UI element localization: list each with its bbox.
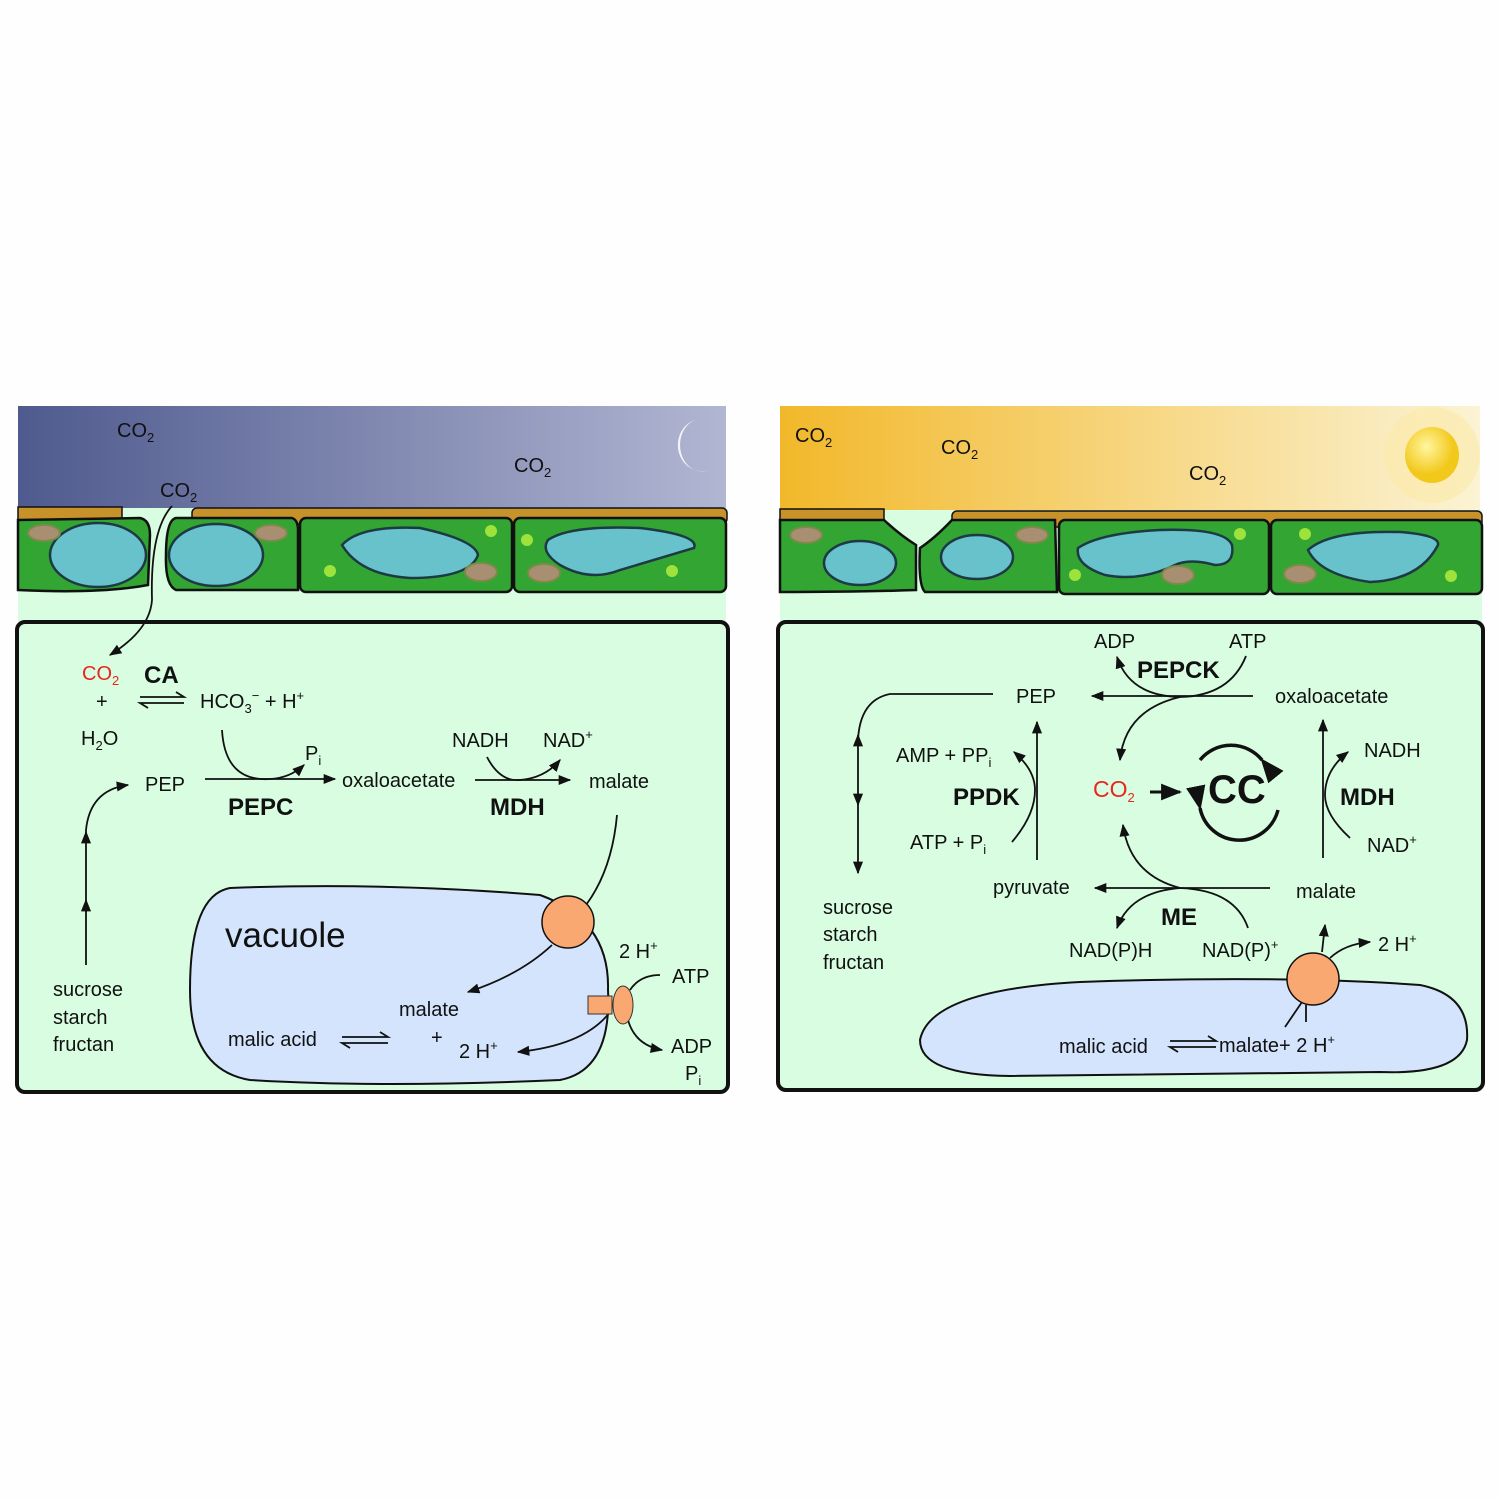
calvin-cycle-label: CC <box>1208 768 1266 812</box>
pep-label: PEP <box>1016 686 1056 708</box>
adp-label: ADP <box>1094 631 1135 653</box>
vacuole <box>918 978 1469 1078</box>
enzyme-ca: CA <box>144 662 179 689</box>
malate-transporter <box>541 895 595 949</box>
malic-acid-label: malic acid <box>228 1029 317 1051</box>
oxaloacetate-label: oxaloacetate <box>1275 686 1388 708</box>
hco3-label: HCO3− + H+ <box>200 688 304 716</box>
adp-label: ADP <box>671 1036 712 1058</box>
carb-starch: starch <box>823 924 877 946</box>
plus-sign: + <box>96 691 108 713</box>
co2-label: CO2 <box>1093 776 1135 805</box>
vacuole-protons-label: 2 H+ <box>459 1038 498 1063</box>
pi-label: Pi <box>685 1063 701 1088</box>
atp-label: ATP <box>1229 631 1266 653</box>
co2-entry-arrow <box>108 505 173 656</box>
amp-ppi-label: AMP + PPi <box>896 745 991 770</box>
equilibrium-arrow <box>338 1031 392 1049</box>
atp-label: ATP <box>672 966 709 988</box>
stoma-co2: CO2 <box>160 480 197 505</box>
enzyme-me: ME <box>1161 904 1197 931</box>
enzyme-pepck: PEPCK <box>1137 657 1220 684</box>
h2o-label: H2O <box>81 728 118 753</box>
carb-sucrose: sucrose <box>53 979 123 1001</box>
nadp-plus-label: NAD(P)+ <box>1202 937 1278 962</box>
sky-co2: CO2 <box>941 437 978 462</box>
sky-co2: CO2 <box>117 420 154 445</box>
equilibrium-arrow <box>1166 1035 1220 1053</box>
plus-sign: + <box>431 1027 443 1049</box>
enzyme-pepc: PEPC <box>228 794 293 821</box>
malic-acid-label: malic acid <box>1059 1036 1148 1058</box>
sun-icon <box>1384 407 1480 503</box>
vacuole-malate-label: malate <box>399 999 459 1021</box>
carb-fructan: fructan <box>53 1034 114 1056</box>
pep-label: PEP <box>145 774 185 796</box>
oxaloacetate-label: oxaloacetate <box>342 770 455 792</box>
protons-out-label: 2 H+ <box>1378 931 1417 956</box>
carb-starch: starch <box>53 1007 107 1029</box>
enzyme-mdh: MDH <box>490 794 545 821</box>
leaf-cells <box>16 516 728 594</box>
night-sky <box>18 406 726 516</box>
carb-fructan: fructan <box>823 952 884 974</box>
vacuole-malate-label: malate+ 2 H+ <box>1219 1032 1335 1057</box>
nadph-label: NAD(P)H <box>1069 940 1152 962</box>
nad-plus-label: NAD+ <box>543 727 593 752</box>
transport-line <box>1284 1001 1303 1028</box>
equilibrium-arrow <box>136 691 188 709</box>
night-panel: CO2 CO2 CO2 CO2 CA + H2O <box>15 406 730 1094</box>
enzyme-mdh: MDH <box>1340 784 1395 811</box>
nadh-label: NADH <box>452 730 509 752</box>
reaction-arrows <box>852 655 1372 959</box>
vacuole-label: vacuole <box>225 916 346 955</box>
day-panel: CO2 CO2 CO2 <box>776 406 1485 1092</box>
malate-transporter <box>1286 952 1340 1006</box>
vacuole <box>188 885 610 1085</box>
malate-label: malate <box>1296 881 1356 903</box>
day-sky <box>780 406 1480 518</box>
sky-co2: CO2 <box>1189 463 1226 488</box>
leaf-cells <box>778 518 1484 596</box>
pi-label: Pi <box>305 743 321 768</box>
atp-pi-label: ATP + Pi <box>910 832 986 857</box>
sky-co2: CO2 <box>795 425 832 450</box>
pump-protons-label: 2 H+ <box>619 938 658 963</box>
sky-co2: CO2 <box>514 455 551 480</box>
co2-label: CO2 <box>82 663 119 688</box>
proton-pump <box>612 985 634 1025</box>
pyruvate-label: pyruvate <box>993 877 1070 899</box>
enzyme-ppdk: PPDK <box>953 784 1020 811</box>
malate-label: malate <box>589 771 649 793</box>
carb-sucrose: sucrose <box>823 897 893 919</box>
proton-pump-stalk <box>587 995 613 1015</box>
nadh-label: NADH <box>1364 740 1421 762</box>
nad-plus-label: NAD+ <box>1367 832 1417 857</box>
